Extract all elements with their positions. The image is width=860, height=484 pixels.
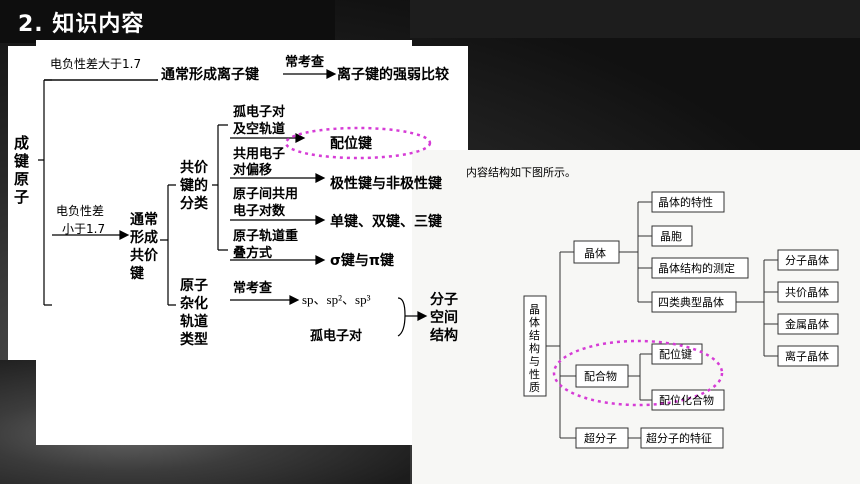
svg-text:轨道: 轨道 — [180, 313, 208, 330]
node-metallic: 金属晶体 — [785, 317, 829, 331]
coord-bond: 配位键 — [330, 135, 373, 152]
svg-text:形成: 形成 — [130, 229, 158, 246]
svg-text:键: 键 — [13, 152, 29, 170]
branch1-result: 通常形成离子键 — [161, 66, 260, 83]
svg-text:杂化: 杂化 — [180, 295, 208, 312]
svg-text:原: 原 — [14, 170, 29, 188]
caption: 内容结构如下图所示。 — [466, 165, 576, 179]
shared-1: 共用电子 — [233, 146, 285, 162]
svg-text:共价: 共价 — [180, 159, 209, 176]
node-measure: 晶体结构的测定 — [658, 261, 735, 275]
hybrid-label: 原子 杂化 轨道 类型 — [180, 278, 208, 348]
node-complex: 配合物 — [584, 369, 617, 383]
sigma-pi: σ键与π键 — [330, 252, 395, 269]
lone-pair: 孤电子对 — [310, 328, 362, 344]
node-supra-feature: 超分子的特征 — [646, 431, 712, 445]
shape-label: 分子 空间 结构 — [430, 292, 458, 344]
atoms-share-1: 原子间共用 — [233, 186, 298, 202]
svg-text:类型: 类型 — [180, 331, 208, 348]
svg-text:共价: 共价 — [130, 247, 159, 264]
branch1-often: 常考查 — [285, 54, 325, 70]
svg-text:与: 与 — [529, 355, 540, 368]
svg-text:空间: 空间 — [430, 309, 458, 326]
svg-text:晶: 晶 — [529, 303, 540, 316]
title-bar: 2. 知识内容 — [0, 0, 335, 43]
polar: 极性键与非极性键 — [330, 175, 443, 192]
bond-diagram-panel — [8, 46, 468, 360]
root-label: 成 键 原 子 — [13, 134, 29, 206]
node-covalent: 共价晶体 — [785, 285, 829, 299]
node-four-types: 四类典型晶体 — [658, 295, 724, 309]
node-coord-bond: 配位键 — [659, 347, 692, 361]
svg-text:键: 键 — [129, 265, 145, 282]
svg-text:成: 成 — [14, 134, 29, 152]
covalent-label: 通常 形成 共价 键 — [129, 211, 159, 282]
overlap-1: 原子轨道重 — [233, 228, 298, 244]
svg-text:结: 结 — [529, 329, 540, 342]
node-ionic: 离子晶体 — [785, 349, 829, 363]
atoms-share-2: 电子对数 — [233, 203, 286, 219]
node-unit-cell: 晶胞 — [660, 230, 682, 243]
overlap-2: 叠方式 — [233, 245, 272, 261]
node-crystal-props: 晶体的特性 — [658, 195, 713, 209]
svg-text:键的: 键的 — [179, 177, 208, 194]
svg-text:体: 体 — [529, 315, 540, 329]
crystal-root: 晶 体 结 构 与 性 质 — [529, 303, 540, 394]
sp-types: sp、sp²、sp³ — [302, 292, 371, 307]
lone-pair-2: 及空轨道 — [233, 121, 285, 137]
branch1-condition: 电负性差大于1.7 — [50, 57, 141, 71]
node-molecular: 分子晶体 — [785, 253, 829, 267]
branch2-cond-1: 电负性差 — [56, 204, 104, 218]
branch1-topic: 离子键的强弱比较 — [337, 66, 449, 83]
page-title: 2. 知识内容 — [18, 12, 145, 37]
classify-label: 共价 键的 分类 — [179, 159, 209, 212]
svg-text:分子: 分子 — [430, 292, 458, 308]
node-coord-compound: 配位化合物 — [659, 393, 714, 407]
top-right-band — [410, 0, 860, 38]
svg-text:通常: 通常 — [130, 211, 158, 228]
shared-2: 对偏移 — [233, 162, 272, 178]
lone-pair-1: 孤电子对 — [233, 104, 285, 120]
svg-text:构: 构 — [529, 341, 540, 355]
branch2-cond-2: 小于1.7 — [62, 222, 105, 236]
node-supra: 超分子 — [584, 431, 617, 445]
svg-text:分类: 分类 — [180, 195, 209, 212]
bond-count: 单键、双键、三键 — [330, 213, 443, 230]
node-crystal: 晶体 — [584, 246, 606, 260]
svg-text:性: 性 — [529, 367, 540, 381]
svg-text:子: 子 — [14, 188, 29, 206]
svg-text:原子: 原子 — [180, 278, 208, 294]
hybrid-often: 常考查 — [233, 280, 273, 296]
svg-text:质: 质 — [529, 381, 540, 394]
svg-text:结构: 结构 — [430, 327, 458, 344]
